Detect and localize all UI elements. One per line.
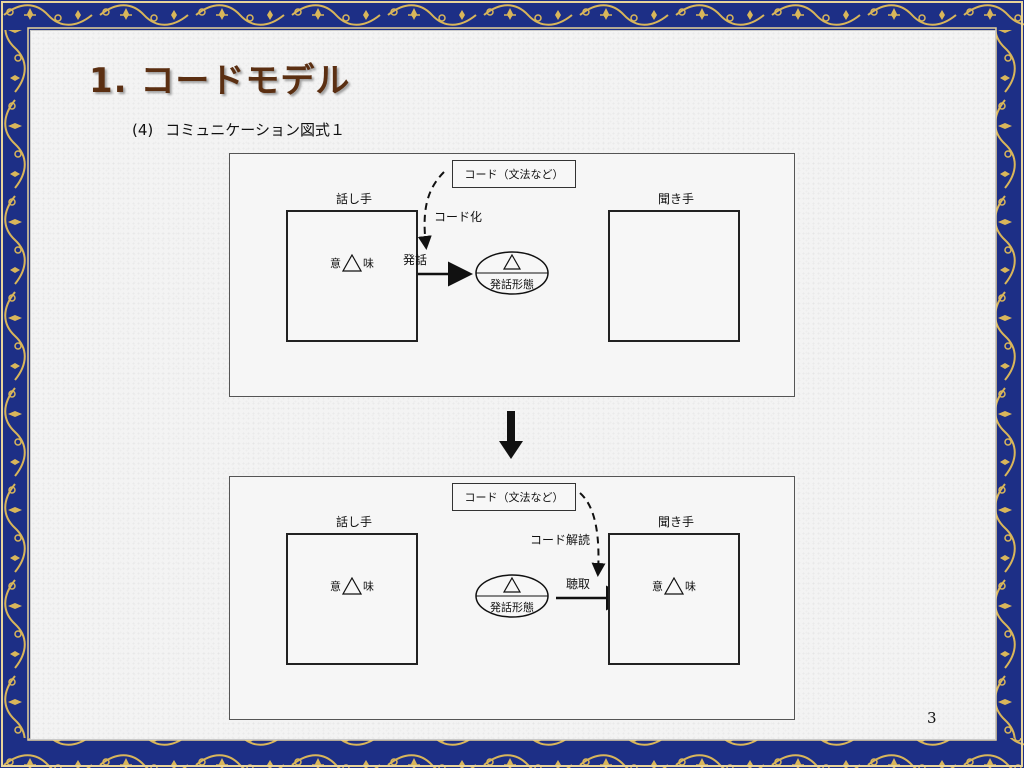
utterance-form-oval <box>475 251 549 295</box>
listener-label: 聞き手 <box>658 515 695 529</box>
slide-subtitle: (4) コミュニケーション図式１ <box>132 119 345 140</box>
listener-box <box>608 533 740 665</box>
meaning-right: 味 <box>363 257 374 270</box>
speaker-label: 話し手 <box>336 192 373 206</box>
page-number: 3 <box>927 709 937 727</box>
meaning-left: 意 <box>652 580 663 593</box>
arrow-down-icon <box>499 411 523 459</box>
subtitle-text: コミュニケーション図式１ <box>165 121 345 139</box>
listener-meaning: 意 味 <box>652 577 696 595</box>
diagram-decoding-panel: 話し手 意 味 コード（文法など） コード解読 聴取 発話形態 聞き手 意 味 <box>229 476 795 720</box>
triangle-icon <box>342 577 362 595</box>
process-label: コード化 <box>434 210 483 224</box>
meaning-left: 意 <box>330 257 341 270</box>
speaker-meaning: 意 味 <box>330 577 374 595</box>
slide-title: 1. コードモデル <box>89 61 351 101</box>
speaker-meaning: 意 味 <box>330 254 374 272</box>
process-label: コード解読 <box>530 533 591 547</box>
listener-box <box>608 210 740 342</box>
speaker-label: 話し手 <box>336 515 373 529</box>
subtitle-number: (4) <box>132 121 154 139</box>
code-box: コード（文法など） <box>452 483 576 511</box>
utterance-form-oval <box>475 574 549 618</box>
listener-label: 聞き手 <box>658 192 695 206</box>
diagram-encoding-panel: 話し手 意 味 コード（文法など） コード化 発話 発話形態 聞き手 <box>229 153 795 397</box>
meaning-right: 味 <box>685 580 696 593</box>
speaker-box <box>286 533 418 665</box>
action-label: 発話 <box>403 253 428 267</box>
action-label: 聴取 <box>566 577 591 591</box>
form-label: 発話形態 <box>490 278 534 291</box>
triangle-icon <box>342 254 362 272</box>
meaning-left: 意 <box>330 580 341 593</box>
triangle-icon <box>664 577 684 595</box>
form-label: 発話形態 <box>490 601 534 614</box>
speaker-box <box>286 210 418 342</box>
code-box: コード（文法など） <box>452 160 576 188</box>
slide-panel: 1. コードモデル (4) コミュニケーション図式１ 話し手 意 味 コード（文法… <box>30 30 996 740</box>
meaning-right: 味 <box>363 580 374 593</box>
